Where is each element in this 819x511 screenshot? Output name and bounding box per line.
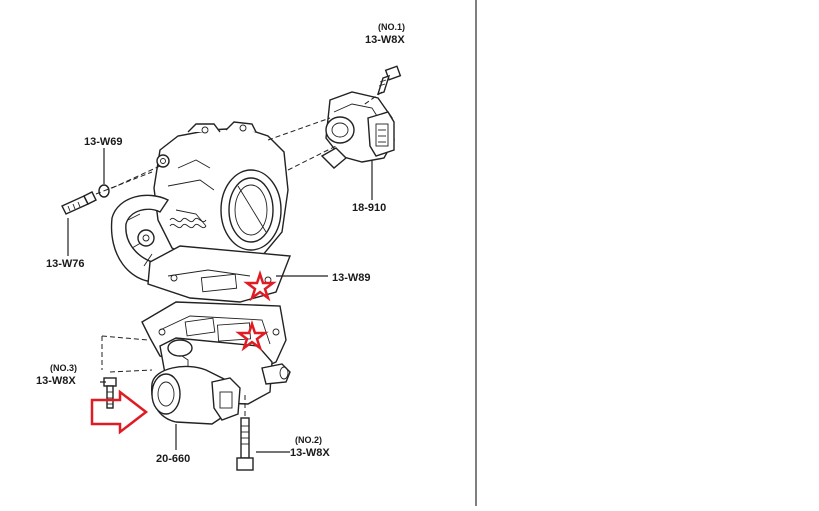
label-no2-tag: (NO.2) <box>295 435 322 445</box>
label-no1-tag: (NO.1) <box>378 22 405 32</box>
label-no1-code: 13-W8X <box>365 34 405 46</box>
label-13-w76: 13-W76 <box>46 258 85 270</box>
gasket-star-upper <box>243 270 277 302</box>
screw-no2 <box>236 417 254 471</box>
screw-13-w76 <box>61 191 97 215</box>
pointer-arrow-icon <box>90 389 149 435</box>
idle-air-control-valve <box>151 365 241 425</box>
label-13-w69: 13-W69 <box>84 136 123 148</box>
label-20-660: 20-660 <box>156 453 190 465</box>
label-18-910: 18-910 <box>352 202 386 214</box>
throttle-body <box>110 121 291 303</box>
screw-no1 <box>376 65 402 96</box>
label-no2-code: 13-W8X <box>290 447 330 459</box>
throttle-position-sensor <box>320 91 395 169</box>
label-13-w89: 13-W89 <box>332 272 371 284</box>
assembly-lines <box>95 91 383 416</box>
screw-no3 <box>103 377 117 409</box>
label-no3-tag: (NO.3) <box>50 363 77 373</box>
leader-lines <box>67 148 373 453</box>
gasket-star-lower <box>235 320 269 352</box>
label-no3-code: 13-W8X <box>36 375 76 387</box>
